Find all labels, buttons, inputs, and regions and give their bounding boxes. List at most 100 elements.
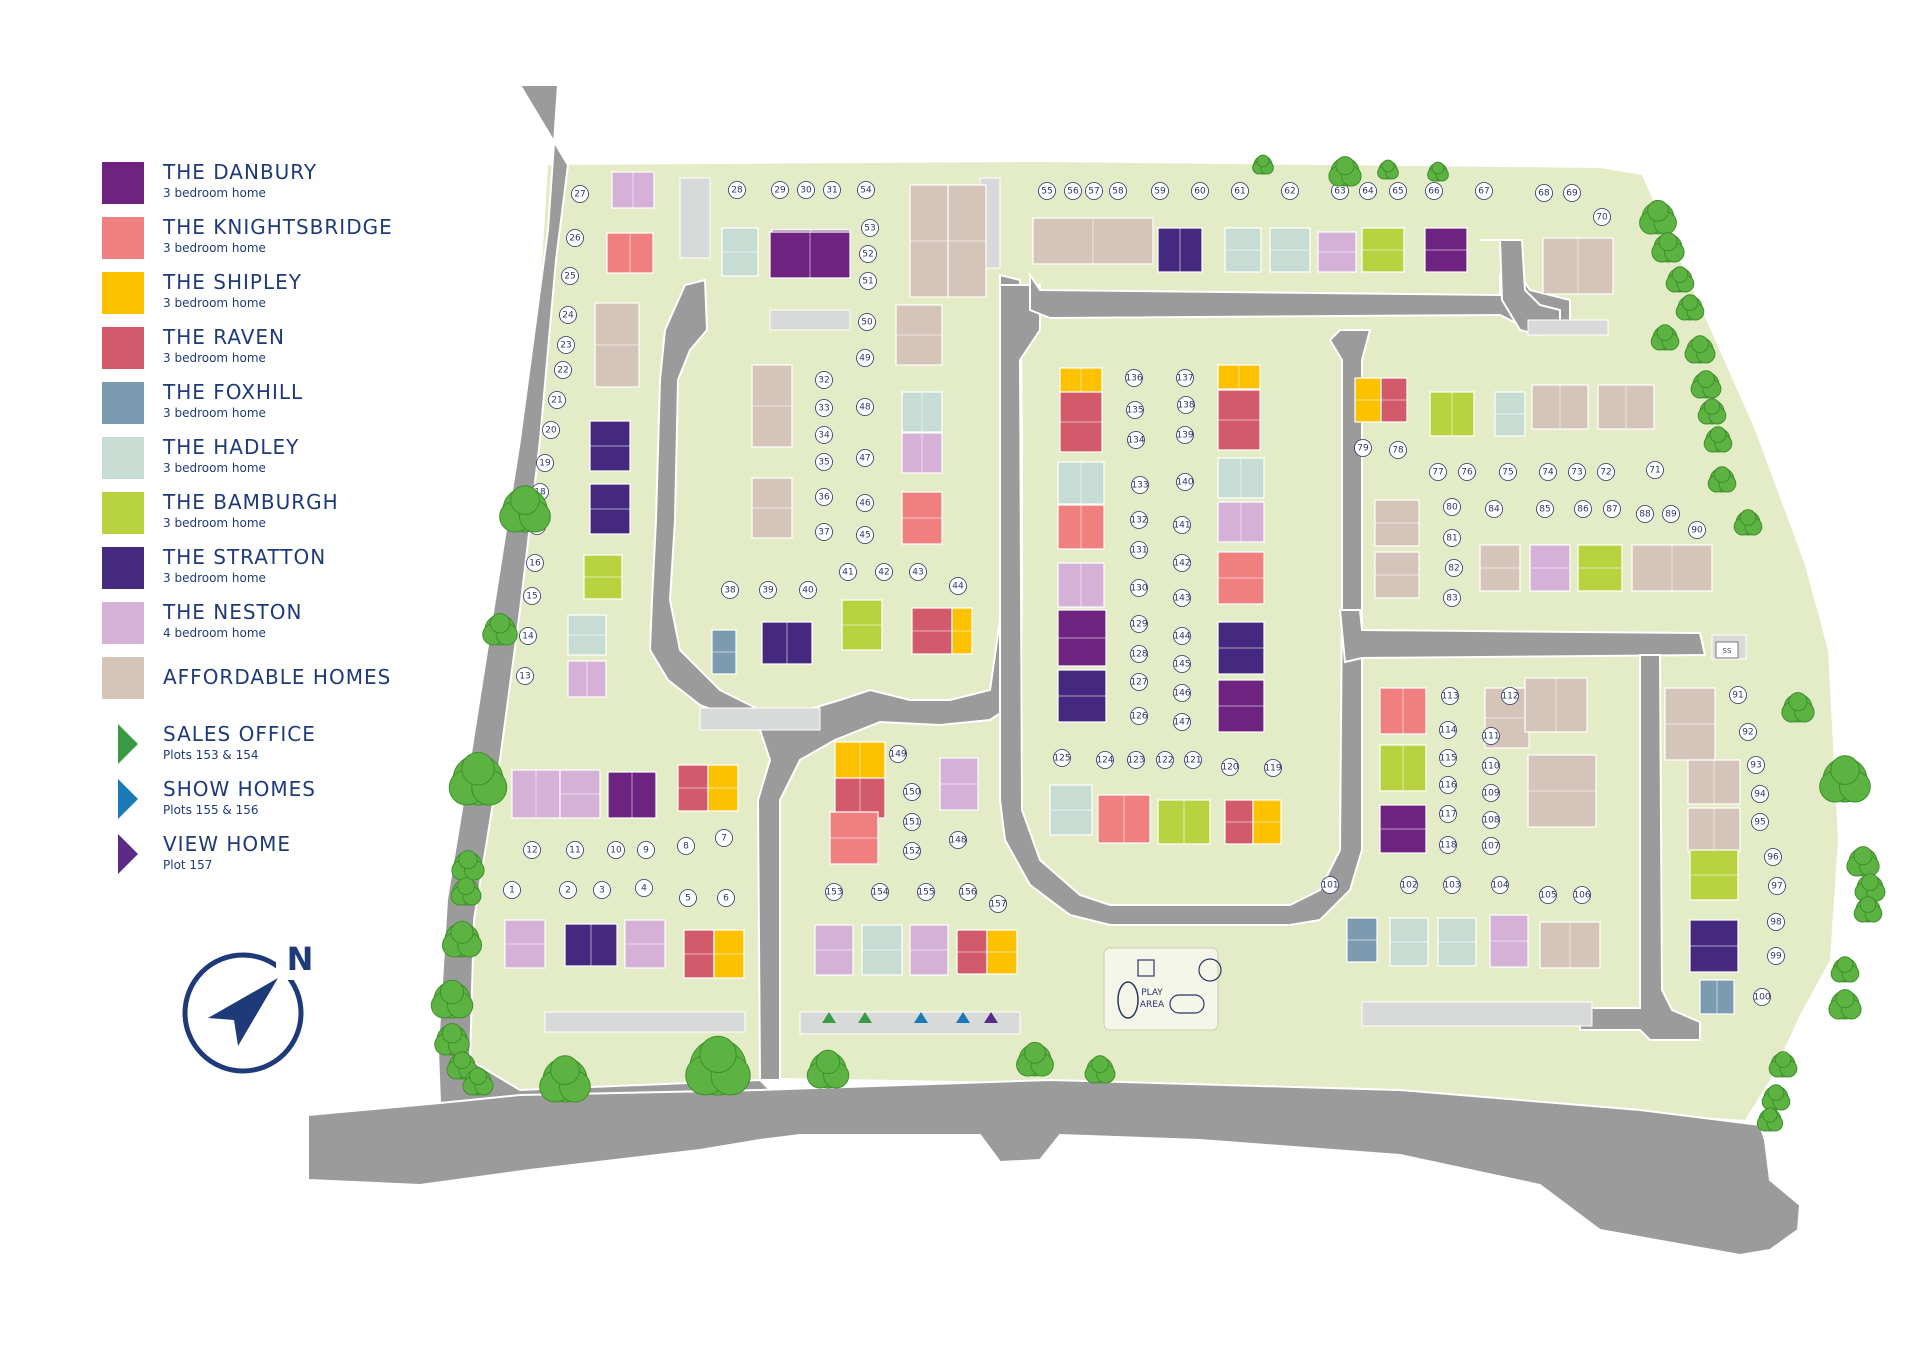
plot-badge-79[interactable]: 79	[1354, 439, 1372, 457]
plot-badge-150[interactable]: 150	[903, 783, 921, 801]
plot-badge-54[interactable]: 54	[857, 181, 875, 199]
plot-badge-70[interactable]: 70	[1593, 208, 1611, 226]
plot-badge-14[interactable]: 14	[519, 627, 537, 645]
plot-badge-76[interactable]: 76	[1458, 463, 1476, 481]
plot-badge-6[interactable]: 6	[717, 889, 735, 907]
plot-badge-58[interactable]: 58	[1109, 182, 1127, 200]
plot-badge-30[interactable]: 30	[797, 181, 815, 199]
plot-badge-29[interactable]: 29	[771, 181, 789, 199]
plot-badge-118[interactable]: 118	[1439, 836, 1457, 854]
view-home-marker-157[interactable]	[984, 1012, 998, 1023]
plot-badge-92[interactable]: 92	[1739, 723, 1757, 741]
plot-badge-10[interactable]: 10	[607, 841, 625, 859]
plot-badge-144[interactable]: 144	[1173, 627, 1191, 645]
plot-badge-53[interactable]: 53	[861, 219, 879, 237]
plot-badge-157[interactable]: 157	[989, 895, 1007, 913]
plot-badge-107[interactable]: 107	[1482, 837, 1500, 855]
plot-badge-11[interactable]: 11	[566, 841, 584, 859]
plot-badge-149[interactable]: 149	[889, 745, 907, 763]
plot-badge-22[interactable]: 22	[554, 361, 572, 379]
plot-badge-128[interactable]: 128	[1130, 645, 1148, 663]
plot-badge-20[interactable]: 20	[542, 421, 560, 439]
plot-badge-112[interactable]: 112	[1501, 687, 1519, 705]
plot-badge-74[interactable]: 74	[1539, 463, 1557, 481]
plot-badge-59[interactable]: 59	[1151, 182, 1169, 200]
plot-badge-151[interactable]: 151	[903, 813, 921, 831]
plot-badge-130[interactable]: 130	[1130, 579, 1148, 597]
plot-badge-45[interactable]: 45	[856, 526, 874, 544]
plot-badge-132[interactable]: 132	[1130, 511, 1148, 529]
plot-badge-43[interactable]: 43	[909, 563, 927, 581]
plot-badge-85[interactable]: 85	[1536, 500, 1554, 518]
plot-badge-117[interactable]: 117	[1439, 805, 1457, 823]
plot-badge-103[interactable]: 103	[1443, 876, 1461, 894]
plot-badge-19[interactable]: 19	[536, 454, 554, 472]
plot-badge-137[interactable]: 137	[1176, 369, 1194, 387]
plot-badge-73[interactable]: 73	[1568, 463, 1586, 481]
plot-badge-87[interactable]: 87	[1603, 500, 1621, 518]
plot-badge-152[interactable]: 152	[903, 842, 921, 860]
plot-badge-133[interactable]: 133	[1131, 476, 1149, 494]
plot-badge-145[interactable]: 145	[1173, 655, 1191, 673]
plot-badge-108[interactable]: 108	[1482, 811, 1500, 829]
plot-badge-78[interactable]: 78	[1389, 441, 1407, 459]
plot-badge-91[interactable]: 91	[1729, 686, 1747, 704]
plot-badge-60[interactable]: 60	[1191, 182, 1209, 200]
plot-badge-142[interactable]: 142	[1173, 554, 1191, 572]
plot-badge-123[interactable]: 123	[1127, 751, 1145, 769]
plot-badge-84[interactable]: 84	[1485, 500, 1503, 518]
plot-badge-46[interactable]: 46	[856, 494, 874, 512]
plot-badge-134[interactable]: 134	[1127, 431, 1145, 449]
plot-badge-82[interactable]: 82	[1445, 559, 1463, 577]
plot-badge-33[interactable]: 33	[815, 399, 833, 417]
plot-badge-93[interactable]: 93	[1747, 756, 1765, 774]
plot-badge-3[interactable]: 3	[593, 881, 611, 899]
plot-badge-94[interactable]: 94	[1751, 785, 1769, 803]
plot-badge-34[interactable]: 34	[815, 426, 833, 444]
plot-badge-13[interactable]: 13	[516, 667, 534, 685]
plot-badge-27[interactable]: 27	[571, 185, 589, 203]
plot-badge-8[interactable]: 8	[677, 837, 695, 855]
plot-badge-75[interactable]: 75	[1499, 463, 1517, 481]
plot-badge-98[interactable]: 98	[1767, 913, 1785, 931]
plot-badge-86[interactable]: 86	[1574, 500, 1592, 518]
plot-badge-127[interactable]: 127	[1130, 673, 1148, 691]
plot-badge-97[interactable]: 97	[1768, 877, 1786, 895]
plot-badge-65[interactable]: 65	[1389, 182, 1407, 200]
plot-badge-38[interactable]: 38	[721, 581, 739, 599]
plot-badge-129[interactable]: 129	[1130, 615, 1148, 633]
plot-badge-138[interactable]: 138	[1177, 396, 1195, 414]
plot-badge-113[interactable]: 113	[1441, 687, 1459, 705]
plot-badge-116[interactable]: 116	[1439, 776, 1457, 794]
plot-badge-4[interactable]: 4	[635, 879, 653, 897]
plot-badge-109[interactable]: 109	[1482, 784, 1500, 802]
sales-office-marker-154[interactable]	[858, 1012, 872, 1023]
plot-badge-156[interactable]: 156	[959, 883, 977, 901]
plot-badge-126[interactable]: 126	[1130, 707, 1148, 725]
plot-badge-99[interactable]: 99	[1767, 947, 1785, 965]
plot-badge-135[interactable]: 135	[1126, 401, 1144, 419]
plot-badge-140[interactable]: 140	[1176, 473, 1194, 491]
plot-badge-35[interactable]: 35	[815, 453, 833, 471]
plot-badge-121[interactable]: 121	[1184, 751, 1202, 769]
plot-badge-105[interactable]: 105	[1539, 886, 1557, 904]
plot-badge-36[interactable]: 36	[815, 488, 833, 506]
plot-badge-147[interactable]: 147	[1173, 713, 1191, 731]
plot-badge-9[interactable]: 9	[637, 841, 655, 859]
plot-badge-95[interactable]: 95	[1751, 813, 1769, 831]
plot-badge-40[interactable]: 40	[799, 581, 817, 599]
plot-badge-124[interactable]: 124	[1096, 751, 1114, 769]
plot-badge-100[interactable]: 100	[1753, 988, 1771, 1006]
plot-badge-52[interactable]: 52	[859, 245, 877, 263]
show-home-marker-156[interactable]	[956, 1012, 970, 1023]
plot-badge-23[interactable]: 23	[557, 336, 575, 354]
plot-badge-146[interactable]: 146	[1173, 684, 1191, 702]
plot-badge-88[interactable]: 88	[1636, 505, 1654, 523]
plot-badge-49[interactable]: 49	[856, 349, 874, 367]
plot-badge-68[interactable]: 68	[1535, 184, 1553, 202]
plot-badge-50[interactable]: 50	[858, 313, 876, 331]
plot-badge-81[interactable]: 81	[1443, 529, 1461, 547]
plot-badge-42[interactable]: 42	[875, 563, 893, 581]
plot-badge-64[interactable]: 64	[1359, 182, 1377, 200]
plot-badge-102[interactable]: 102	[1400, 876, 1418, 894]
